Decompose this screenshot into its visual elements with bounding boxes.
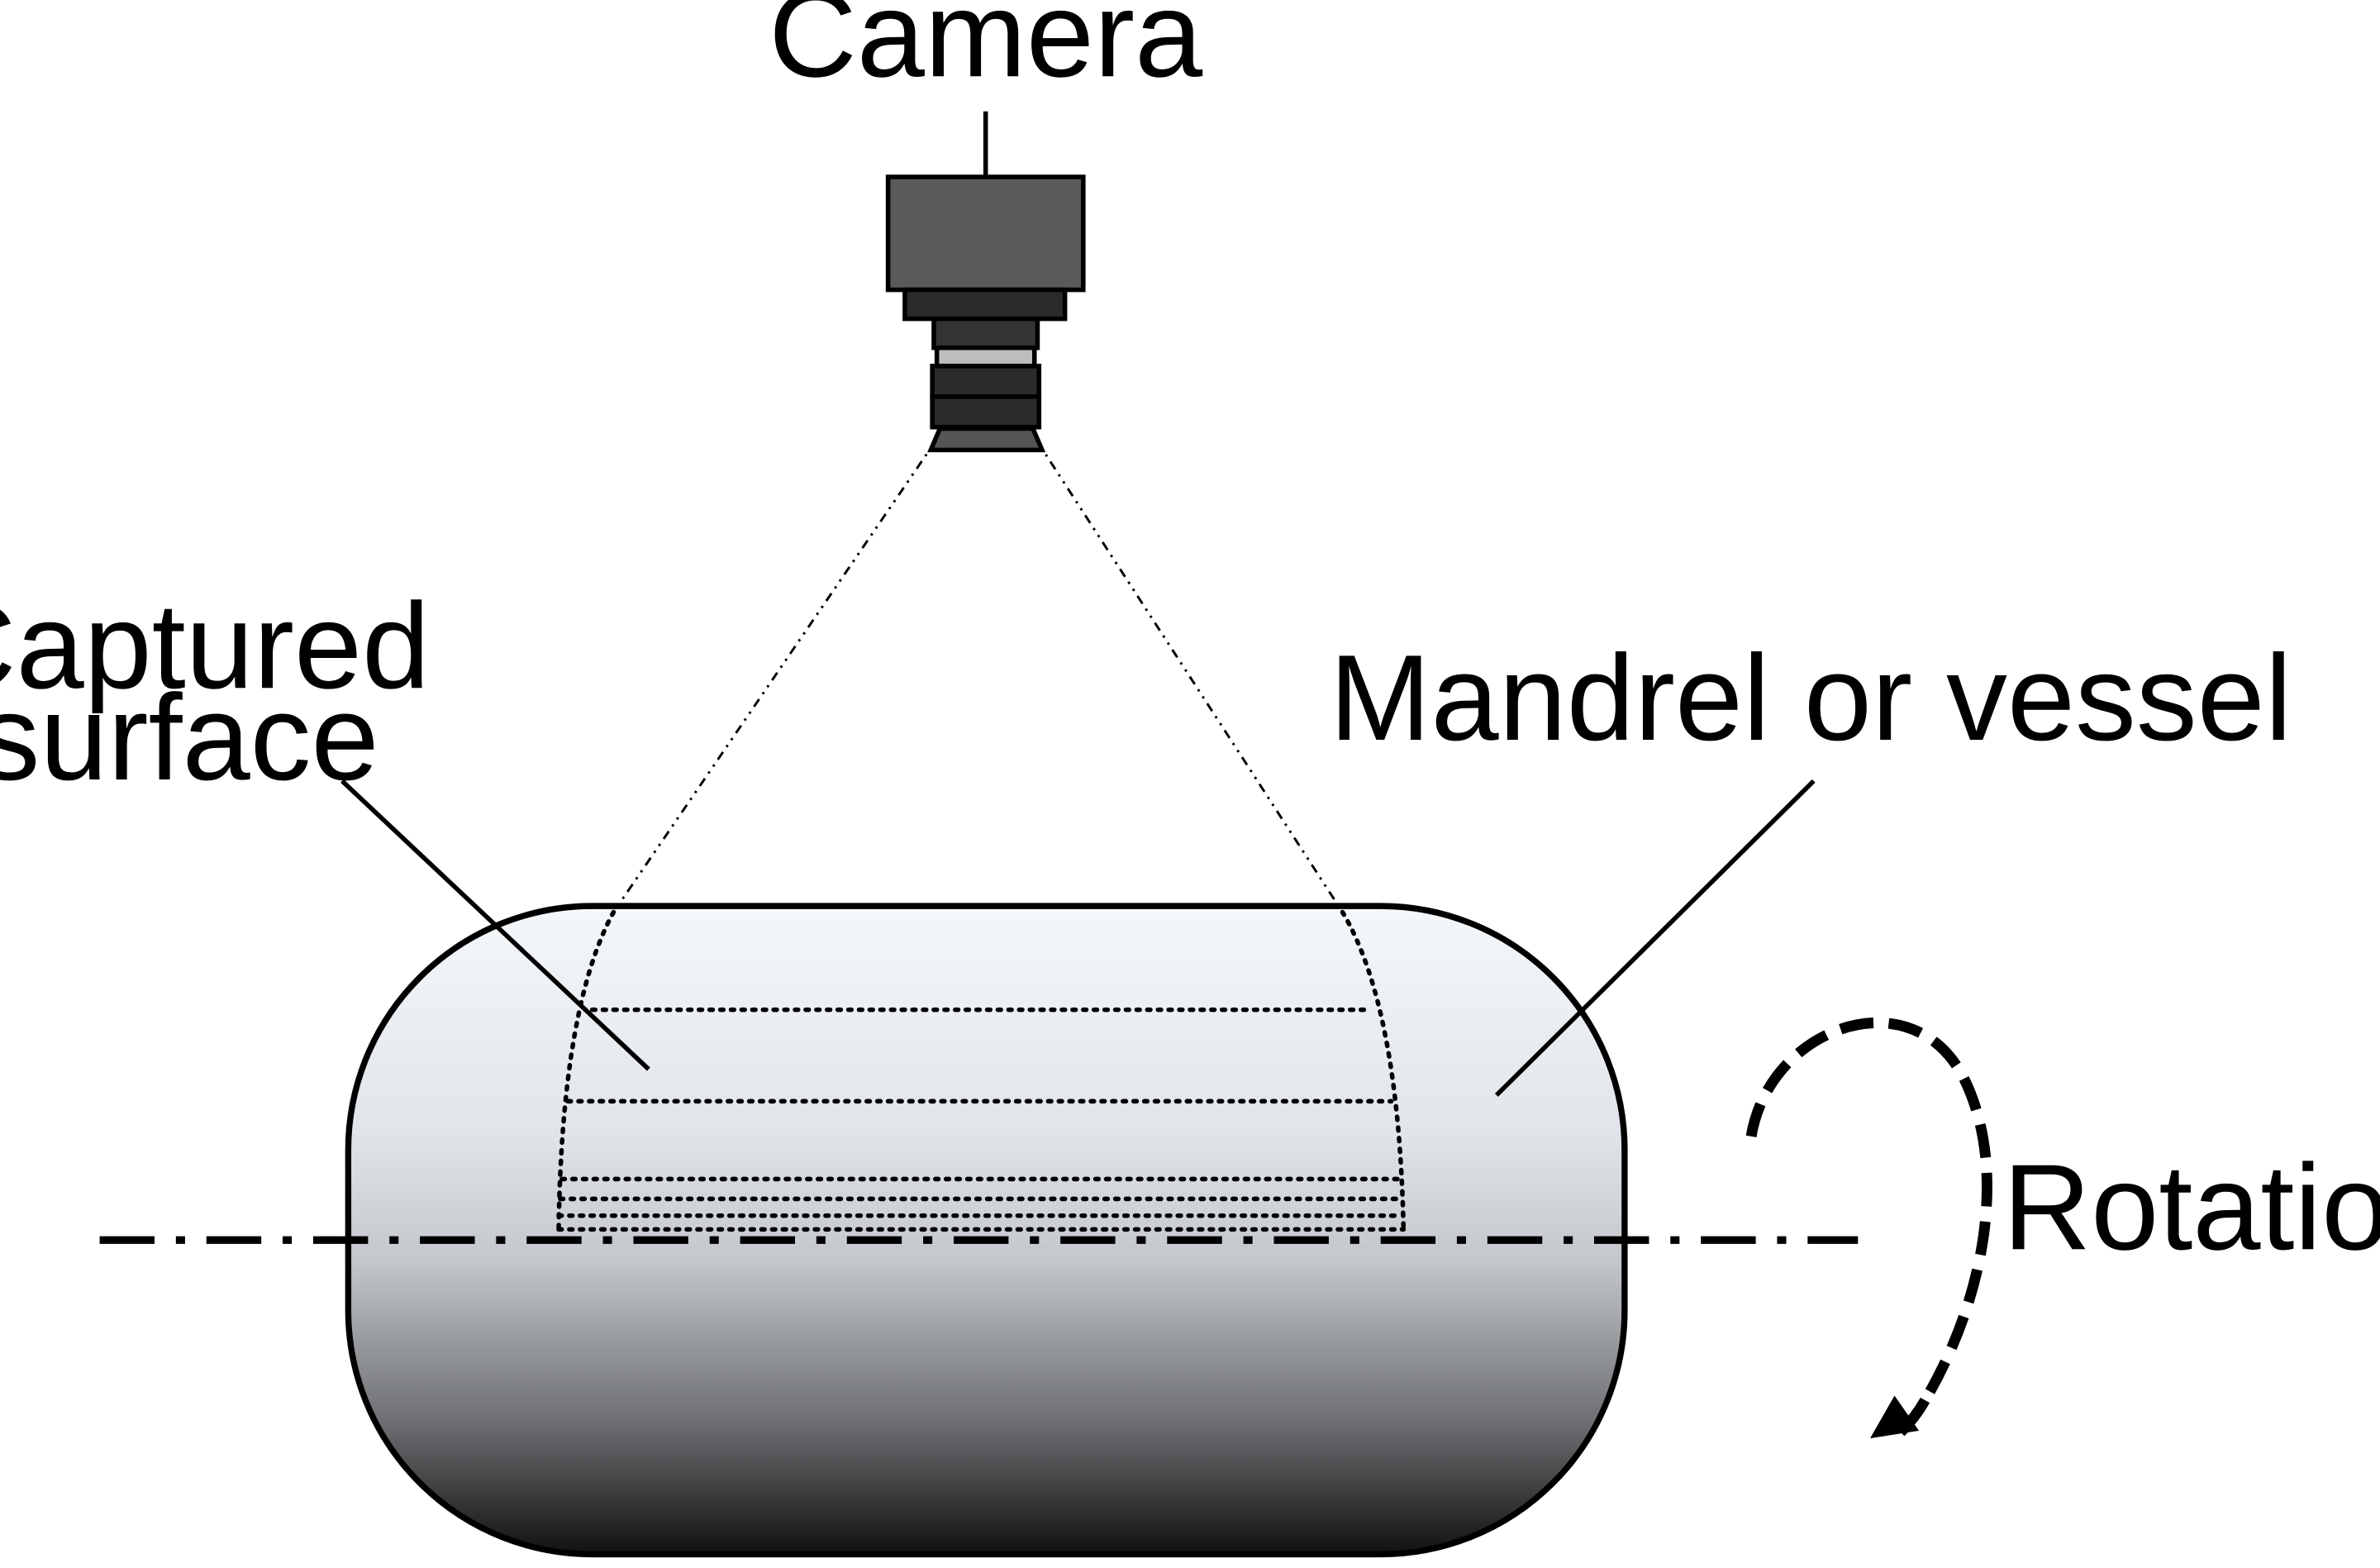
camera-body bbox=[885, 174, 1086, 293]
vessel-leader bbox=[1494, 779, 1816, 1097]
captured-surface-label-line2: surface bbox=[0, 670, 379, 806]
captured-surface-label-line1: Captured bbox=[0, 578, 430, 714]
lens-ring-1 bbox=[931, 316, 1040, 350]
rotation-label: Rotation bbox=[2003, 1139, 2380, 1275]
lens-ring-3 bbox=[930, 394, 1042, 430]
captured-surface-left-edge bbox=[556, 909, 616, 1232]
rotation-arrow-icon bbox=[1745, 1018, 1992, 1439]
captured-surface-leader bbox=[340, 779, 650, 1071]
captured-surface-region bbox=[556, 909, 1407, 1232]
camera-mount bbox=[902, 287, 1068, 322]
camera-icon bbox=[885, 111, 1086, 453]
view-line-right bbox=[1031, 434, 1344, 913]
lens-front bbox=[927, 426, 1046, 453]
view-line-left bbox=[612, 434, 941, 913]
vessel-label: Mandrel or vessel bbox=[1330, 630, 2292, 766]
camera-label: Camera bbox=[769, 0, 1203, 102]
lens-ring-light bbox=[934, 345, 1037, 369]
lens-ring-2 bbox=[930, 364, 1042, 399]
captured-surface-right-edge bbox=[1340, 909, 1407, 1232]
